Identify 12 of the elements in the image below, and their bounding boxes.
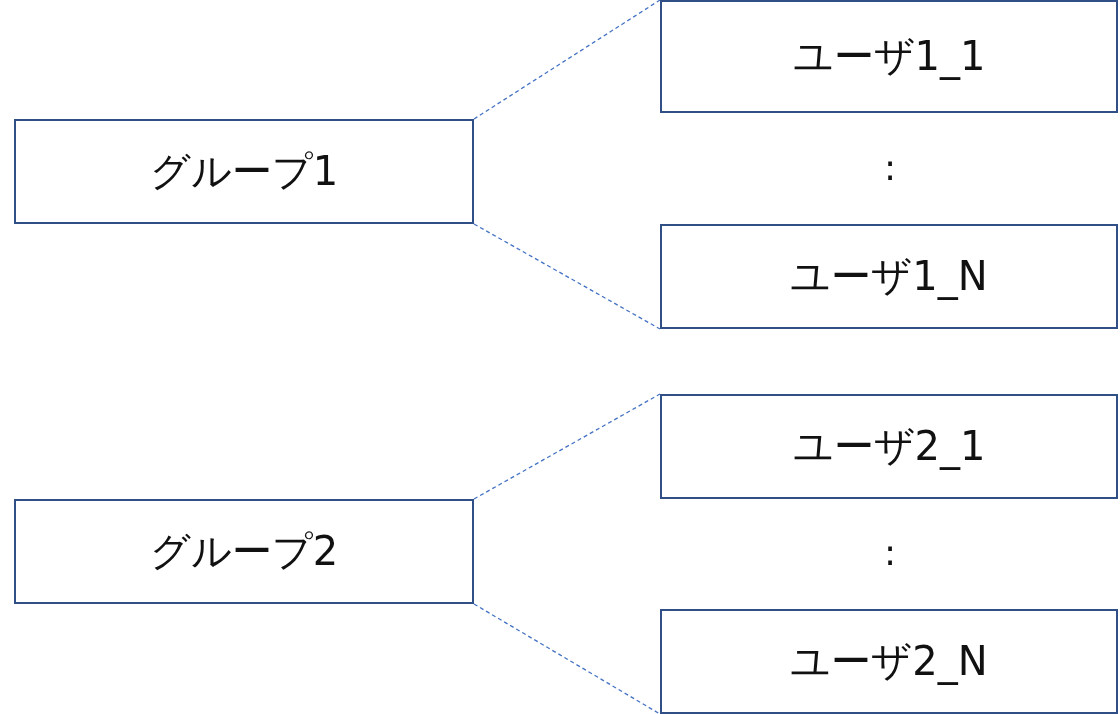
- continuation-colon: :: [884, 150, 897, 186]
- dashed-connector: [473, 0, 661, 120]
- dashed-connector: [473, 223, 661, 330]
- user-box: ユーザ1_N: [660, 224, 1118, 329]
- dashed-connector: [473, 603, 661, 714]
- group-box: グループ2: [14, 499, 474, 604]
- user-box: ユーザ2_1: [660, 394, 1118, 499]
- group-box: グループ1: [14, 119, 474, 224]
- continuation-colon: :: [884, 535, 897, 571]
- user-box: ユーザ2_N: [660, 609, 1118, 714]
- user-box: ユーザ1_1: [660, 0, 1118, 113]
- dashed-connector: [473, 393, 661, 500]
